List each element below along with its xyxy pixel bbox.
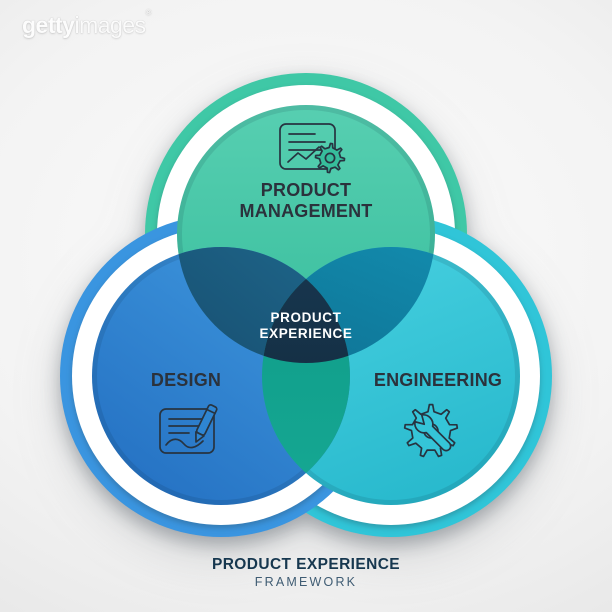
caption-title: PRODUCT EXPERIENCE	[211, 556, 401, 573]
sketch-pencil-icon	[159, 404, 218, 454]
label-product-experience-center: PRODUCT EXPERIENCE	[259, 310, 352, 342]
overlap-center-product-experience	[262, 247, 350, 363]
label-product-management-line1: PRODUCT	[260, 180, 352, 200]
getty-watermark: gettyimages®	[22, 8, 152, 39]
label-engineering: ENGINEERING	[373, 370, 503, 390]
caption-subtitle: FRAMEWORK	[254, 575, 358, 589]
gear-wrench-icon	[403, 403, 459, 458]
watermark-brand-light: images	[74, 12, 146, 38]
bottom-caption: PRODUCT EXPERIENCE FRAMEWORK	[212, 555, 400, 590]
report-gear-icon	[279, 123, 346, 174]
label-center-line2: EXPERIENCE	[259, 326, 353, 341]
registered-mark: ®	[145, 8, 152, 17]
label-center-line1: PRODUCT	[270, 310, 342, 325]
label-product-management-line2: MANAGEMENT	[239, 201, 373, 221]
label-product-management: PRODUCT MANAGEMENT	[240, 180, 373, 222]
label-design: DESIGN	[150, 370, 222, 390]
watermark-brand-bold: getty	[22, 12, 75, 38]
